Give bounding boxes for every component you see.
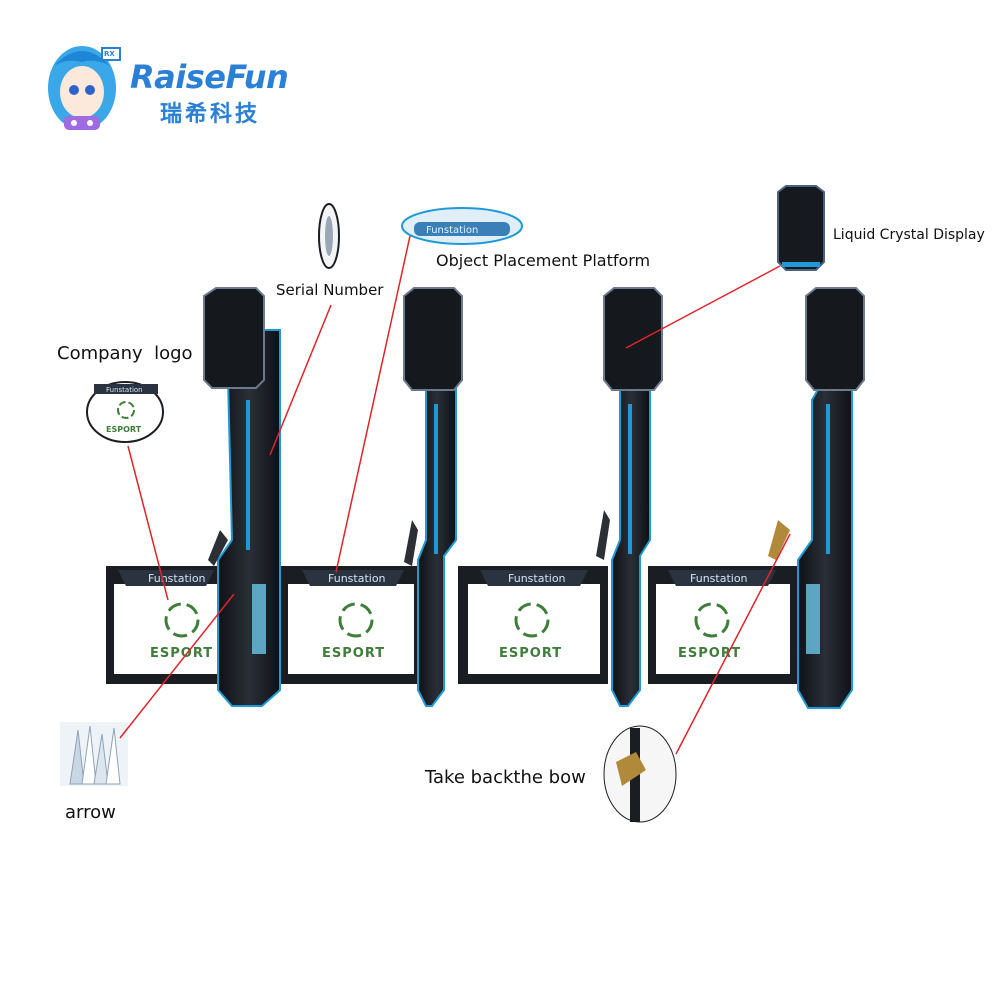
svg-text:ESPORT: ESPORT bbox=[499, 646, 562, 661]
arrow-label: arrow bbox=[65, 802, 116, 823]
serial-number-label: Serial Number bbox=[276, 281, 384, 299]
lcd-callout-line bbox=[625, 265, 781, 349]
base-panels bbox=[106, 566, 798, 684]
logo-callout-line bbox=[127, 445, 169, 601]
company-logo: RX bbox=[44, 36, 304, 136]
take-back-bow-label: Take backthe bow bbox=[425, 767, 586, 788]
company-logo-label: Company logo bbox=[57, 343, 193, 364]
svg-text:ESPORT: ESPORT bbox=[150, 646, 213, 661]
svg-text:ESPORT: ESPORT bbox=[678, 646, 741, 661]
panel-brand-4: Funstation bbox=[690, 572, 748, 585]
pillar-4 bbox=[768, 287, 865, 709]
panel-brand-2: Funstation bbox=[328, 572, 386, 585]
pillar-2 bbox=[403, 287, 463, 707]
lcd-closeup bbox=[777, 185, 825, 271]
platform-closeup-brand: Funstation bbox=[426, 225, 478, 236]
esport-logo-3: ESPORT bbox=[499, 602, 562, 661]
logo-badge: RX bbox=[104, 50, 115, 58]
object-platform-label: Object Placement Platform bbox=[436, 251, 651, 270]
logo-closeup-brand: Funstation bbox=[106, 386, 143, 394]
esport-logo-4: ESPORT bbox=[678, 602, 741, 661]
bow-callout-line bbox=[675, 533, 791, 755]
brand-name-chinese: 瑞希科技 bbox=[160, 102, 261, 127]
logo-closeup-label: ESPORT bbox=[106, 425, 142, 434]
pillar-3 bbox=[596, 287, 663, 707]
serial-number-closeup bbox=[318, 203, 340, 269]
bow-closeup bbox=[603, 725, 677, 823]
company-logo-closeup: Funstation ESPORT bbox=[86, 381, 164, 443]
pillar-1 bbox=[203, 287, 281, 707]
serial-callout-line bbox=[269, 304, 332, 456]
mascot-icon bbox=[48, 46, 121, 130]
panel-brand-3: Funstation bbox=[508, 572, 566, 585]
panel-headers bbox=[118, 570, 776, 586]
panel-brand-1: Funstation bbox=[148, 572, 206, 585]
platform-callout-line bbox=[335, 235, 411, 573]
platform-closeup: Funstation bbox=[401, 207, 523, 245]
esport-logo-2: ESPORT bbox=[322, 602, 385, 661]
lcd-label: Liquid Crystal Display bbox=[833, 227, 985, 243]
esport-logo-1: ESPORT bbox=[150, 602, 213, 661]
arrow-callout-line bbox=[119, 593, 235, 739]
svg-text:ESPORT: ESPORT bbox=[322, 646, 385, 661]
callout-lines bbox=[119, 235, 791, 755]
brand-name: RaiseFun bbox=[130, 58, 289, 96]
arrow-closeup bbox=[60, 722, 128, 786]
